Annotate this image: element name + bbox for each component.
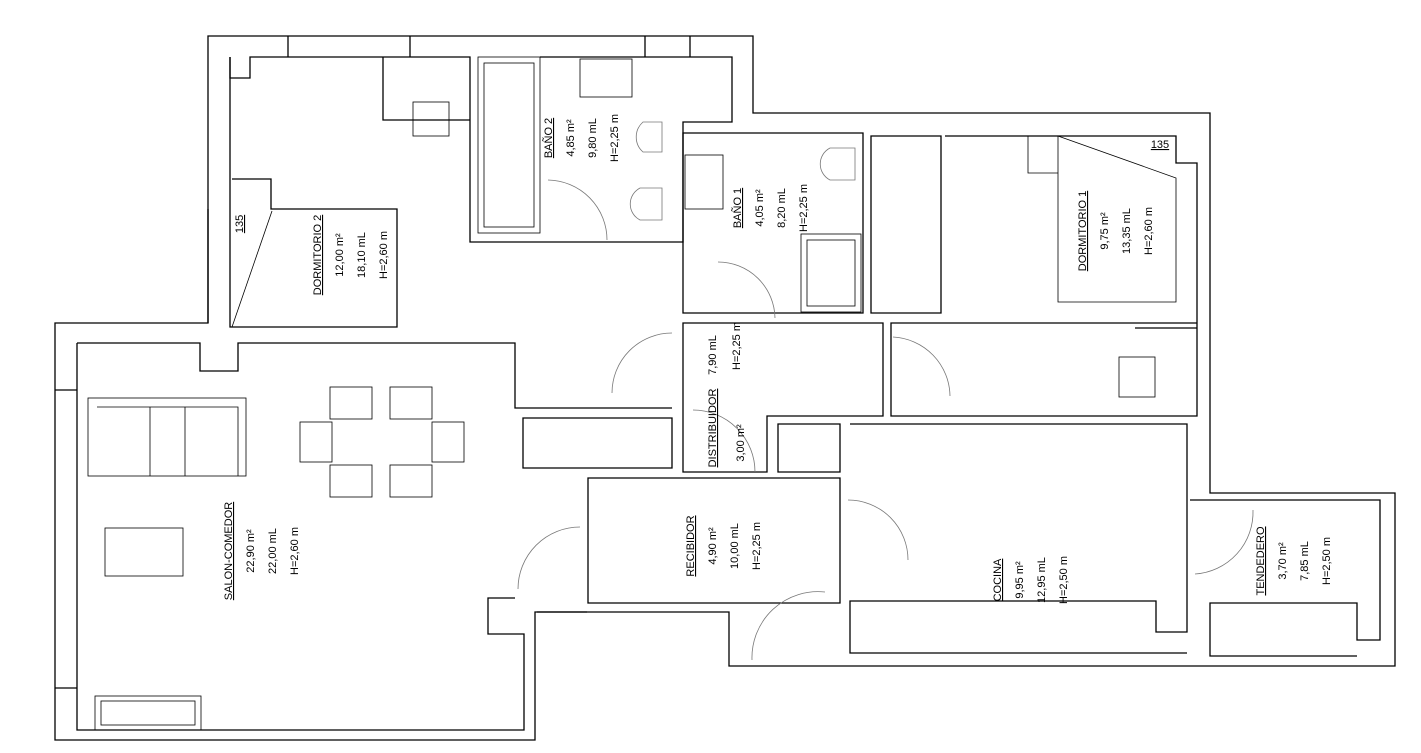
radiator [94, 695, 202, 731]
dining-table [299, 386, 465, 498]
room-name: RECIBIDOR [685, 515, 697, 576]
wall [522, 132, 1381, 657]
label-cocina: COCINA 9,95 m² 12,95 mL H=2,50 m [992, 556, 1070, 604]
room-perimeter: 8,20 mL [776, 188, 788, 228]
room-area: 4,90 m² [707, 527, 719, 565]
door-swings [517, 179, 1254, 661]
bed [231, 210, 273, 328]
wall [76, 342, 841, 731]
label-tendedero: TENDEDERO 3,70 m² 7,85 mL H=2,50 m [1255, 526, 1333, 596]
room-height: H=2,50 m [1321, 537, 1333, 585]
bed [1027, 135, 1177, 303]
room-area: 4,85 m² [565, 119, 577, 157]
room-perimeter: 22,00 mL [267, 528, 279, 574]
room-area: 3,00 m² [735, 424, 747, 462]
room-height: H=2,60 m [378, 231, 390, 279]
room-height: H=2,25 m [731, 322, 743, 370]
room-height: H=2,50 m [1058, 556, 1070, 604]
room-name: TENDEDERO [1255, 526, 1267, 596]
room-area: 12,00 m² [334, 233, 346, 277]
room-name: DISTRIBUIDOR [707, 389, 719, 468]
bed-width-label: 135 [234, 215, 246, 233]
room-area: 22,90 m² [245, 529, 257, 573]
room-height: H=2,60 m [1143, 207, 1155, 255]
room-perimeter: 10,00 mL [729, 523, 741, 569]
shower-tray [800, 233, 862, 313]
desk-chair [412, 101, 450, 137]
label-distribuidor: 7,90 mL H=2,25 m DISTRIBUIDOR 3,00 m² [707, 322, 747, 467]
room-name: BAÑO 2 [542, 118, 555, 158]
room-area: 9,95 m² [1014, 561, 1026, 599]
room-perimeter: 18,10 mL [356, 232, 368, 278]
label-dormitorio2: DORMITORIO 2 12,00 m² 18,10 mL H=2,60 m [312, 215, 390, 295]
room-height: H=2,60 m [289, 527, 301, 575]
sink [684, 154, 724, 210]
label-salon: SALON-COMEDOR 22,90 m² 22,00 mL H=2,60 m [223, 502, 301, 600]
desk-chair [1118, 356, 1156, 398]
interior-outline [229, 56, 733, 243]
label-recibidor: RECIBIDOR 4,90 m² 10,00 mL H=2,25 m [685, 515, 763, 576]
room-perimeter: 7,90 mL [707, 335, 719, 375]
room-perimeter: 12,95 mL [1036, 557, 1048, 603]
coffee-table [104, 527, 184, 577]
room-height: H=2,25 m [798, 184, 810, 232]
room-height: H=2,25 m [751, 522, 763, 570]
label-bano1: BAÑO 1 4,05 m² 8,20 mL H=2,25 m [731, 184, 810, 232]
room-name: SALON-COMEDOR [223, 502, 235, 600]
toilet [629, 121, 856, 221]
room-name: COCINA [992, 558, 1004, 601]
room-perimeter: 13,35 mL [1121, 208, 1133, 254]
label-dormitorio1: DORMITORIO 1 9,75 m² 13,35 mL H=2,60 m [1077, 191, 1155, 271]
exterior-wall [54, 35, 1396, 741]
label-bano2: BAÑO 2 4,85 m² 9,80 mL H=2,25 m [542, 114, 621, 162]
room-height: H=2,25 m [609, 114, 621, 162]
sofa [87, 397, 247, 477]
room-name: DORMITORIO 1 [1077, 191, 1089, 271]
room-area: 3,70 m² [1277, 542, 1289, 580]
bed-width-label: 135 [1151, 139, 1169, 151]
room-name: DORMITORIO 2 [312, 215, 324, 295]
bathtub [477, 56, 541, 234]
room-area: 4,05 m² [754, 189, 766, 227]
room-perimeter: 7,85 mL [1299, 541, 1311, 581]
room-area: 9,75 m² [1099, 212, 1111, 250]
room-perimeter: 9,80 mL [587, 118, 599, 158]
room-name: BAÑO 1 [731, 188, 744, 228]
sink [579, 58, 633, 98]
wall [55, 36, 691, 689]
